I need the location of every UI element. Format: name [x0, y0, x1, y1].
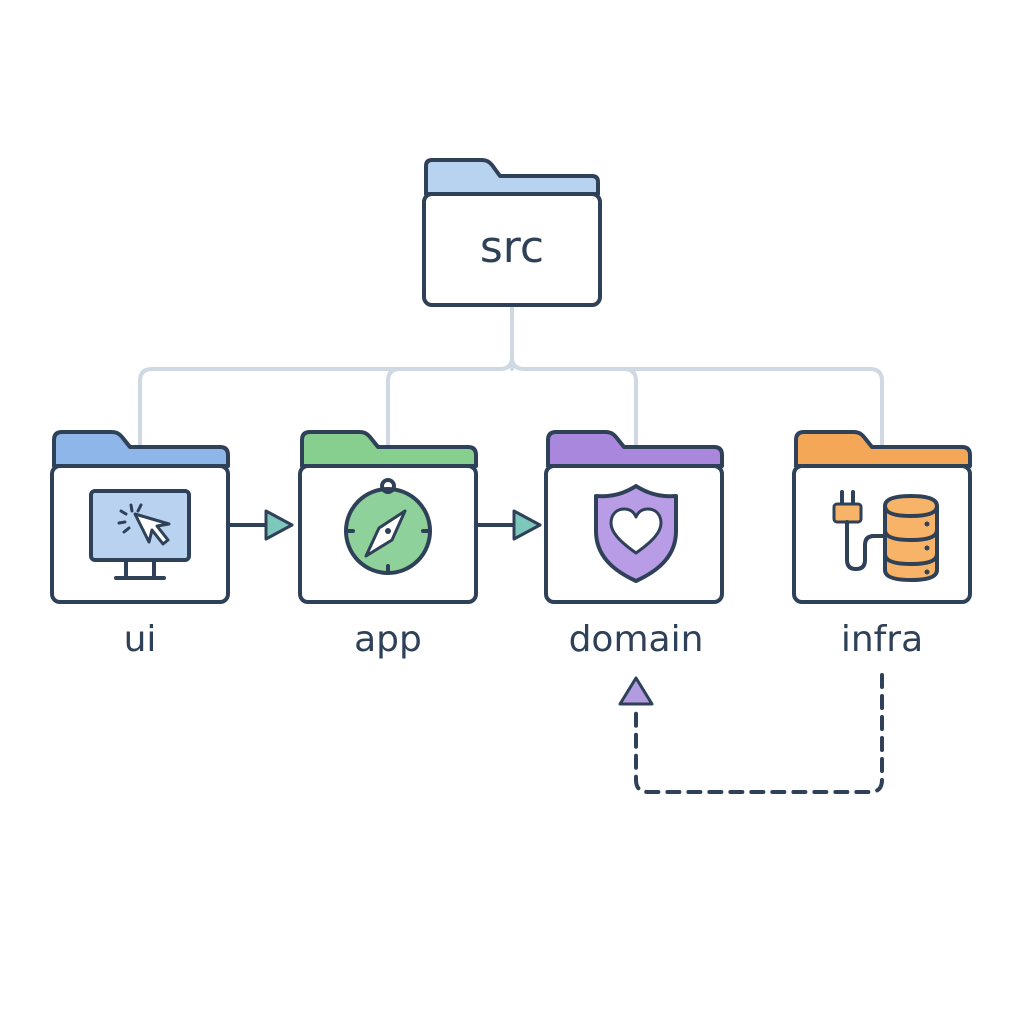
- app-folder-label: app: [354, 619, 422, 660]
- hierarchy-connectors: [138, 303, 884, 447]
- tree-line-infra: [622, 367, 884, 447]
- plug-database-icon: [832, 490, 939, 582]
- root-folder-tab: [424, 158, 600, 196]
- infra-folder-label: infra: [841, 619, 923, 660]
- dependency-arrow-infra-to-domain: [634, 673, 884, 794]
- tree-line-app: [386, 367, 502, 447]
- infra-folder-tab: [794, 430, 972, 468]
- app-folder-tab: [300, 430, 478, 468]
- folder-domain[interactable]: domain: [544, 430, 724, 660]
- root-folder-body: [422, 192, 602, 307]
- folder-infra[interactable]: infra: [792, 430, 972, 660]
- domain-folder-label: domain: [569, 619, 704, 660]
- root-folder[interactable]: src: [422, 158, 602, 307]
- dependency-arrows: [228, 509, 884, 794]
- root-folder-label: src: [480, 222, 544, 273]
- shield-heart-icon: [594, 484, 678, 583]
- compass-icon: [344, 478, 432, 575]
- tree-line-ui: [138, 355, 514, 447]
- folder-app[interactable]: app: [298, 430, 478, 660]
- domain-folder-tab: [546, 430, 724, 468]
- dependency-arrowhead-ui-to-app: [264, 509, 294, 541]
- ui-folder-label: ui: [124, 619, 157, 660]
- monitor-cursor-icon: [89, 489, 191, 580]
- folder-ui[interactable]: ui: [50, 430, 230, 660]
- dependency-arrowhead-app-to-domain: [512, 509, 542, 541]
- dependency-arrowhead-infra-to-domain: [618, 676, 654, 706]
- ui-folder-tab: [52, 430, 230, 468]
